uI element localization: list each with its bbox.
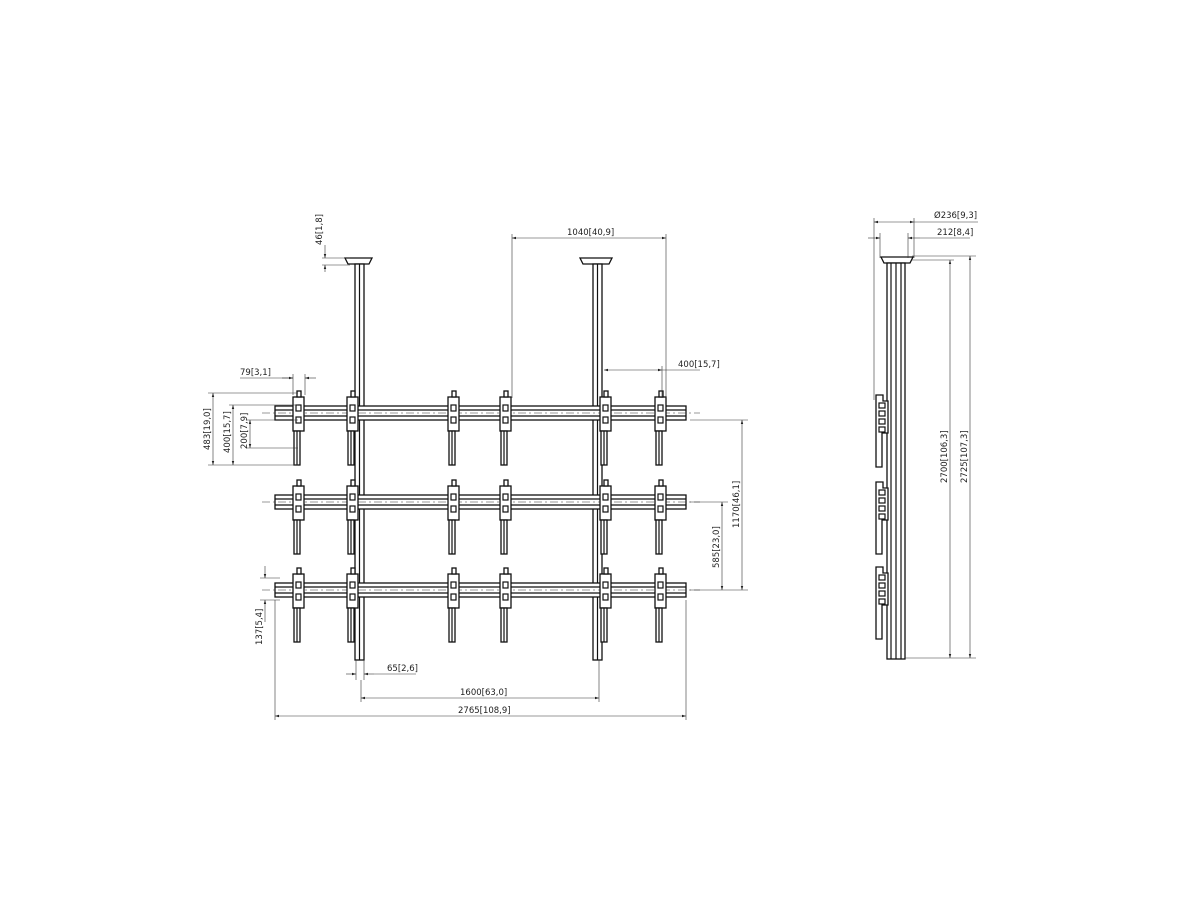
- display-bracket: [346, 390, 359, 466]
- dim-plate-inner: 212[8,4]: [937, 228, 973, 238]
- rail-row: [262, 479, 700, 555]
- dim-plate-height: 46[1,8]: [315, 214, 325, 245]
- display-bracket: [292, 390, 305, 466]
- rail-row: [262, 567, 700, 643]
- display-bracket: [499, 567, 512, 643]
- dim-total-height: 2725[107,3]: [960, 430, 970, 483]
- side-ceiling-plate: [879, 256, 915, 264]
- front-view: [262, 257, 700, 661]
- dimensions: 46[1,8] 1040[40,9] 400[15,7] 79[3,1] 483…: [203, 210, 978, 720]
- display-bracket: [346, 567, 359, 643]
- dim-bracket-width: 79[3,1]: [240, 368, 271, 378]
- display-bracket: [654, 479, 667, 555]
- display-bracket: [447, 479, 460, 555]
- display-bracket: [346, 479, 359, 555]
- dim-row-pitch: 585[23,0]: [712, 526, 722, 568]
- display-bracket: [499, 390, 512, 466]
- dim-rail-offset: 137[5,4]: [255, 609, 265, 645]
- ceiling-plate-right: [578, 257, 614, 265]
- display-bracket: [292, 479, 305, 555]
- display-bracket: [447, 567, 460, 643]
- dim-pole-width: 65[2,6]: [387, 664, 418, 674]
- side-bracket: [875, 394, 889, 468]
- dim-bracket-inner: 200[7,9]: [240, 413, 250, 449]
- display-bracket: [499, 479, 512, 555]
- ceiling-plate-left: [343, 257, 374, 265]
- side-pole: [886, 262, 906, 660]
- display-bracket: [654, 390, 667, 466]
- side-bracket: [875, 566, 889, 640]
- dim-row-total: 1170[46,1]: [732, 481, 742, 528]
- display-bracket: [599, 567, 612, 643]
- display-bracket: [292, 567, 305, 643]
- display-bracket: [599, 479, 612, 555]
- dim-pole-length: 2700[106,3]: [940, 430, 950, 483]
- side-view: [875, 256, 915, 660]
- rail-row: [262, 390, 700, 466]
- display-bracket: [599, 390, 612, 466]
- dim-total-width: 2765[108,9]: [458, 706, 511, 716]
- display-bracket: [654, 567, 667, 643]
- dim-pole-spacing-right: 1040[40,9]: [567, 228, 614, 238]
- side-bracket: [875, 481, 889, 555]
- dim-bracket-offset: 400[15,7]: [678, 360, 720, 370]
- dim-plate-diameter: Ø236[9,3]: [934, 210, 977, 221]
- display-bracket: [447, 390, 460, 466]
- dim-bracket-span: 400[15,7]: [223, 411, 233, 453]
- dim-bracket-height: 483[19,0]: [203, 408, 213, 450]
- dim-pole-spacing: 1600[63,0]: [460, 688, 507, 698]
